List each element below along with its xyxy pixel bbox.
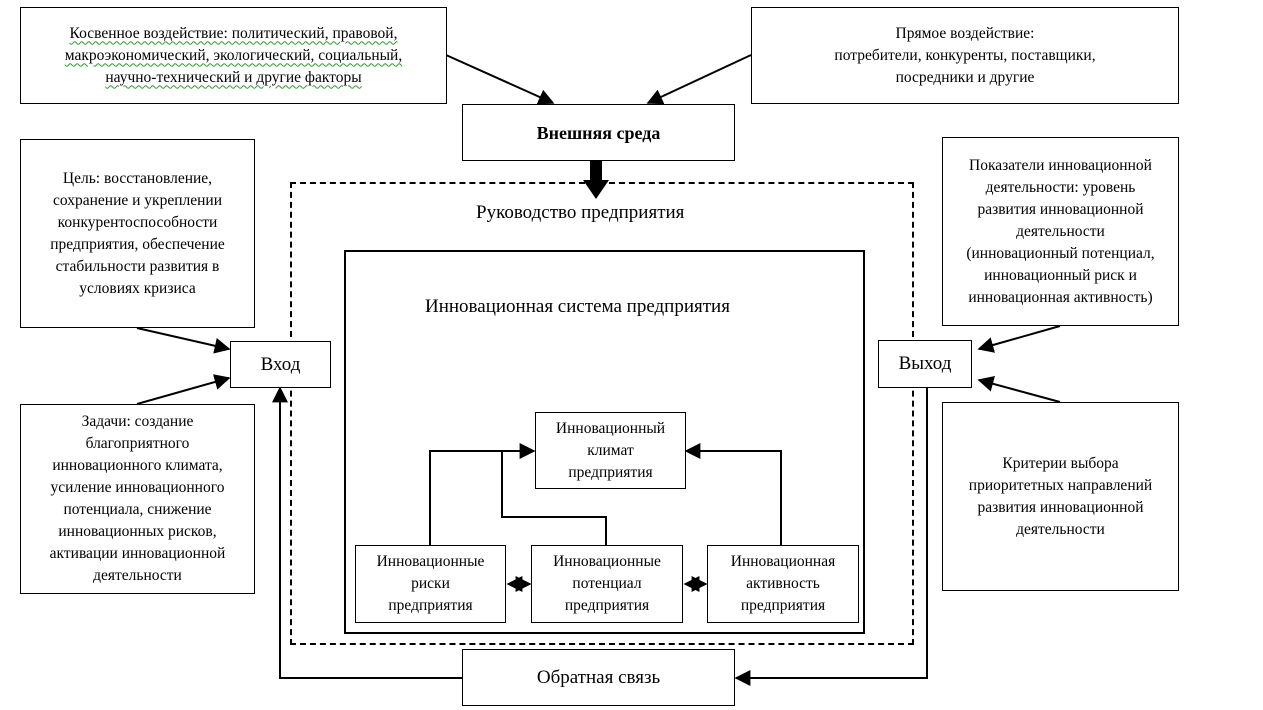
indicators-box: Показатели инновационной деятельности: у… bbox=[942, 137, 1179, 326]
link-potential-to-climate bbox=[501, 451, 607, 545]
goal-line: конкурентоспособности bbox=[57, 213, 218, 231]
criteria-line: деятельности bbox=[1016, 520, 1105, 538]
feedback-label: Обратная связь bbox=[536, 666, 661, 688]
potential-line: потенциал bbox=[572, 575, 642, 592]
direct-line: потребители, конкуренты, поставщики, bbox=[834, 46, 1096, 64]
activity-line: предприятия bbox=[740, 597, 826, 614]
tasks-line: активации инновационной bbox=[49, 545, 226, 562]
arrow-goal-to-input bbox=[136, 327, 231, 354]
innovation-system-frame bbox=[344, 250, 865, 634]
goal-box: Цель: восстановление, сохранение и укреп… bbox=[20, 139, 255, 328]
goal-line: Цель: восстановление, bbox=[62, 169, 213, 187]
climate-line: предприятия bbox=[568, 463, 653, 481]
climate-line: климат bbox=[587, 441, 634, 459]
arrow-output-to-feedback bbox=[734, 388, 928, 686]
risks-line: Инновационные bbox=[376, 553, 485, 570]
indicators-line: Показатели инновационной bbox=[969, 156, 1152, 174]
input-box: Вход bbox=[230, 341, 331, 388]
indicators-line: развития инновационной bbox=[977, 200, 1144, 218]
criteria-box: Критерии выбора приоритетных направлений… bbox=[942, 402, 1179, 591]
feedback-box: Обратная связь bbox=[462, 649, 735, 706]
innovation-system-label: Инновационная система предприятия bbox=[425, 296, 730, 317]
criteria-line: развития инновационной bbox=[977, 498, 1144, 516]
climate-box: Инновационный климат предприятия bbox=[535, 412, 686, 489]
potential-line: Инновационные bbox=[553, 553, 661, 570]
goal-line: стабильности развития в bbox=[55, 257, 220, 275]
external-env-label: Внешняя среда bbox=[536, 122, 661, 143]
output-box: Выход bbox=[878, 340, 972, 388]
tasks-line: инновационных рисков, bbox=[58, 523, 217, 540]
indirect-line: Косвенное воздействие: политический, пра… bbox=[69, 24, 398, 42]
risks-line: риски bbox=[411, 575, 450, 592]
potential-box: Инновационные потенциал предприятия bbox=[531, 545, 683, 623]
management-frame bbox=[290, 182, 914, 645]
goal-line: сохранение и укреплении bbox=[52, 191, 223, 209]
tasks-line: благоприятного bbox=[85, 435, 190, 452]
tasks-line: деятельности bbox=[93, 567, 182, 584]
criteria-line: Критерии выбора bbox=[1002, 454, 1119, 472]
management-label: Руководство предприятия bbox=[476, 202, 685, 223]
input-label: Вход bbox=[260, 353, 301, 375]
arrow-indicators-to-output bbox=[977, 325, 1061, 353]
indicators-line: (инновационный потенциал, bbox=[966, 244, 1155, 262]
arrow-feedback-to-input bbox=[272, 386, 462, 679]
potential-line: предприятия bbox=[564, 597, 650, 614]
tasks-line: инновационного климата, bbox=[52, 457, 223, 474]
tasks-line: потенциала, снижение bbox=[63, 501, 212, 518]
climate-line: Инновационный bbox=[555, 419, 666, 437]
tasks-line: усиление инновационного bbox=[50, 479, 225, 496]
indirect-line: научно-технический и другие факторы bbox=[105, 68, 362, 86]
goal-line: предприятия, обеспечение bbox=[50, 235, 225, 253]
activity-line: активность bbox=[746, 575, 820, 592]
indirect-line: макроэкономический, экологический, социа… bbox=[64, 46, 403, 64]
goal-line: условиях кризиса bbox=[79, 279, 196, 297]
indicators-line: инновационный риск и bbox=[984, 266, 1137, 284]
direct-impact-box: Прямое воздействие: потребители, конкуре… bbox=[751, 7, 1179, 104]
arrow-direct-to-env bbox=[646, 54, 752, 105]
direct-line: Прямое воздействие: bbox=[895, 24, 1035, 42]
arrow-tasks-to-input bbox=[136, 374, 231, 405]
risks-box: Инновационные риски предприятия bbox=[355, 545, 506, 623]
link-activity-to-climate bbox=[684, 443, 782, 545]
arrow-criteria-to-output bbox=[977, 376, 1061, 403]
activity-box: Инновационная активность предприятия bbox=[707, 545, 859, 623]
tasks-box: Задачи: создание благоприятного инноваци… bbox=[20, 404, 255, 594]
indicators-line: деятельности bbox=[1016, 222, 1105, 240]
criteria-line: приоритетных направлений bbox=[968, 476, 1153, 494]
indicators-line: инновационная активность) bbox=[968, 288, 1153, 306]
risks-line: предприятия bbox=[388, 597, 473, 614]
tasks-line: Задачи: создание bbox=[81, 413, 194, 430]
arrow-indirect-to-env bbox=[445, 54, 555, 105]
external-env-box: Внешняя среда bbox=[462, 104, 735, 161]
indicators-line: деятельности: уровень bbox=[985, 178, 1136, 196]
activity-line: Инновационная bbox=[730, 553, 836, 570]
output-label: Выход bbox=[898, 353, 952, 374]
link-risks-to-climate bbox=[429, 443, 536, 545]
direct-line: посредники и другие bbox=[895, 68, 1035, 86]
indirect-impact-box: Косвенное воздействие: политический, пра… bbox=[20, 7, 447, 104]
